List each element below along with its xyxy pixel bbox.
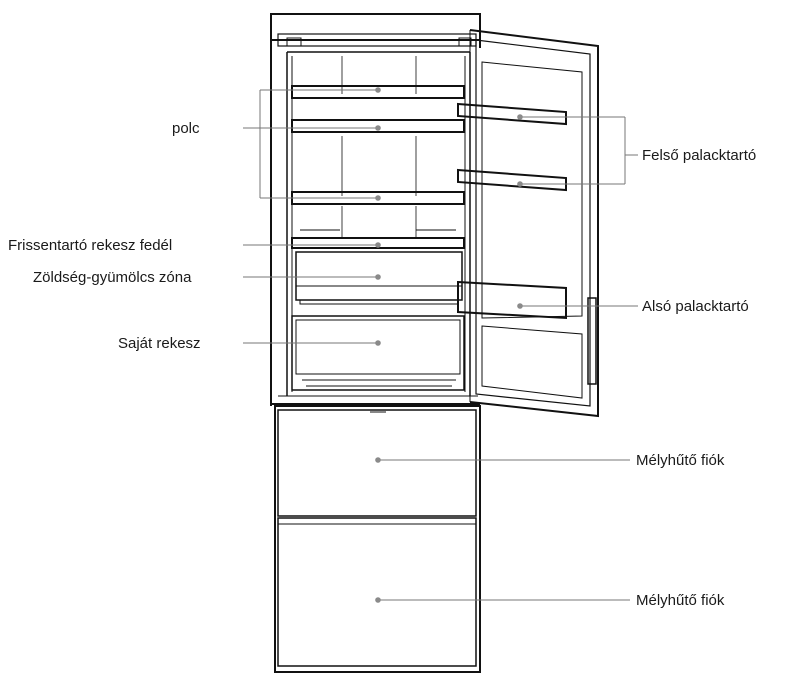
- label-shelf: polc: [172, 120, 200, 137]
- label-own-compartment: Saját rekesz: [118, 335, 201, 352]
- label-freezer-drawer-1: Mélyhűtő fiók: [636, 452, 725, 469]
- label-lower-bottle-rack: Alsó palacktartó: [642, 298, 749, 315]
- own-compartment-drawer: [291, 315, 465, 391]
- fridge-cabinet: [270, 13, 481, 406]
- freezer-drawer: [277, 409, 477, 517]
- label-freezer-drawer-2: Mélyhűtő fiók: [636, 592, 725, 609]
- lower-bottle-rack: [457, 280, 567, 320]
- upper-bottle-rack: [457, 102, 567, 192]
- shelf: [291, 85, 465, 205]
- freezer-body: [274, 405, 481, 673]
- label-crisper-cover: Frissentartó rekesz fedél: [8, 237, 172, 254]
- crisper-cover: [291, 229, 465, 249]
- callout-leaders: [243, 87, 638, 603]
- label-vegetable-fruit-zone: Zöldség-gyümölcs zóna: [33, 269, 192, 286]
- freezer-drawer: [277, 517, 477, 667]
- label-upper-bottle-rack: Felső palacktartó: [642, 147, 756, 164]
- fridge-door: [469, 29, 599, 418]
